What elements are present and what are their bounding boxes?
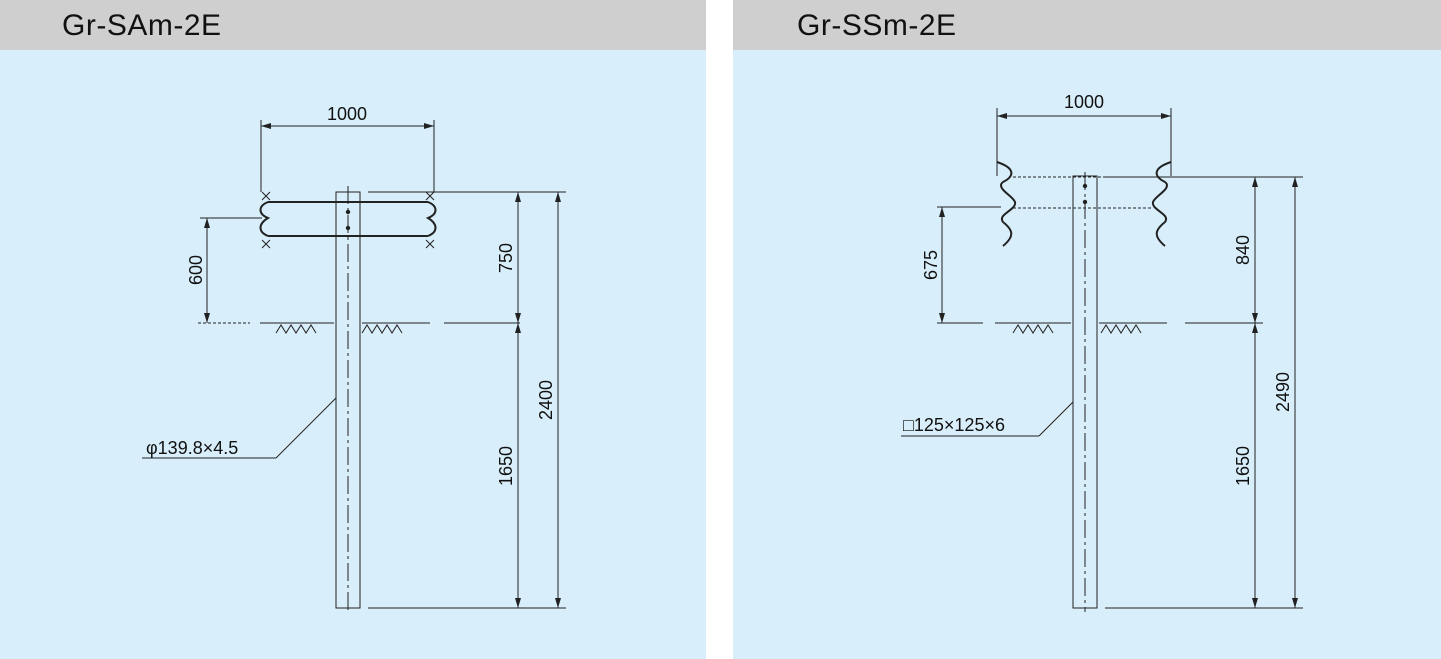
panel-header: Gr-SSm-2E bbox=[733, 0, 1441, 50]
panel-title: Gr-SSm-2E bbox=[797, 9, 957, 42]
dimension-label-total: 2490 bbox=[1273, 372, 1293, 412]
drawing-panel-gr-ssm-2e: Gr-SSm-2E 1000 bbox=[733, 0, 1441, 659]
dimension-rail-height: 675 bbox=[921, 206, 1001, 323]
drawing-panel-gr-sam-2e: Gr-SAm-2E 1000 bbox=[0, 0, 706, 659]
post bbox=[1072, 172, 1098, 612]
dimension-chain: 840 1650 2490 bbox=[1105, 176, 1303, 609]
post-spec-callout: φ139.8×4.5 bbox=[142, 397, 337, 459]
panel-header: Gr-SAm-2E bbox=[0, 0, 706, 50]
guardrail-drawing: 1000 bbox=[142, 104, 566, 612]
rail-beam bbox=[259, 191, 437, 249]
dimension-label-embed: 1650 bbox=[1233, 446, 1253, 486]
dimension-label-width: 1000 bbox=[327, 104, 367, 124]
dimension-label-width: 1000 bbox=[1064, 92, 1104, 112]
rail-beam bbox=[996, 161, 1172, 247]
post-spec-label: φ139.8×4.5 bbox=[146, 438, 238, 458]
dimension-top-width: 1000 bbox=[996, 92, 1172, 176]
dimension-rail-height: 600 bbox=[186, 217, 262, 323]
dimension-top-width: 1000 bbox=[260, 104, 435, 192]
dimension-label-above-ground: 750 bbox=[496, 243, 516, 273]
dimension-label-total: 2400 bbox=[536, 380, 556, 420]
dimension-label-above-ground: 840 bbox=[1233, 235, 1253, 265]
ground-line bbox=[937, 322, 1263, 334]
panel-title: Gr-SAm-2E bbox=[62, 9, 222, 42]
post bbox=[335, 186, 361, 612]
guardrail-drawing: 1000 bbox=[901, 92, 1303, 612]
dimension-label-rail-height: 675 bbox=[921, 250, 941, 280]
ground-line bbox=[198, 322, 520, 334]
dimension-label-rail-height: 600 bbox=[186, 255, 206, 285]
dimension-chain: 750 1650 2400 bbox=[368, 191, 566, 609]
post-spec-callout: □125×125×6 bbox=[901, 401, 1074, 437]
post-spec-label: □125×125×6 bbox=[903, 415, 1005, 435]
dimension-label-embed: 1650 bbox=[496, 446, 516, 486]
